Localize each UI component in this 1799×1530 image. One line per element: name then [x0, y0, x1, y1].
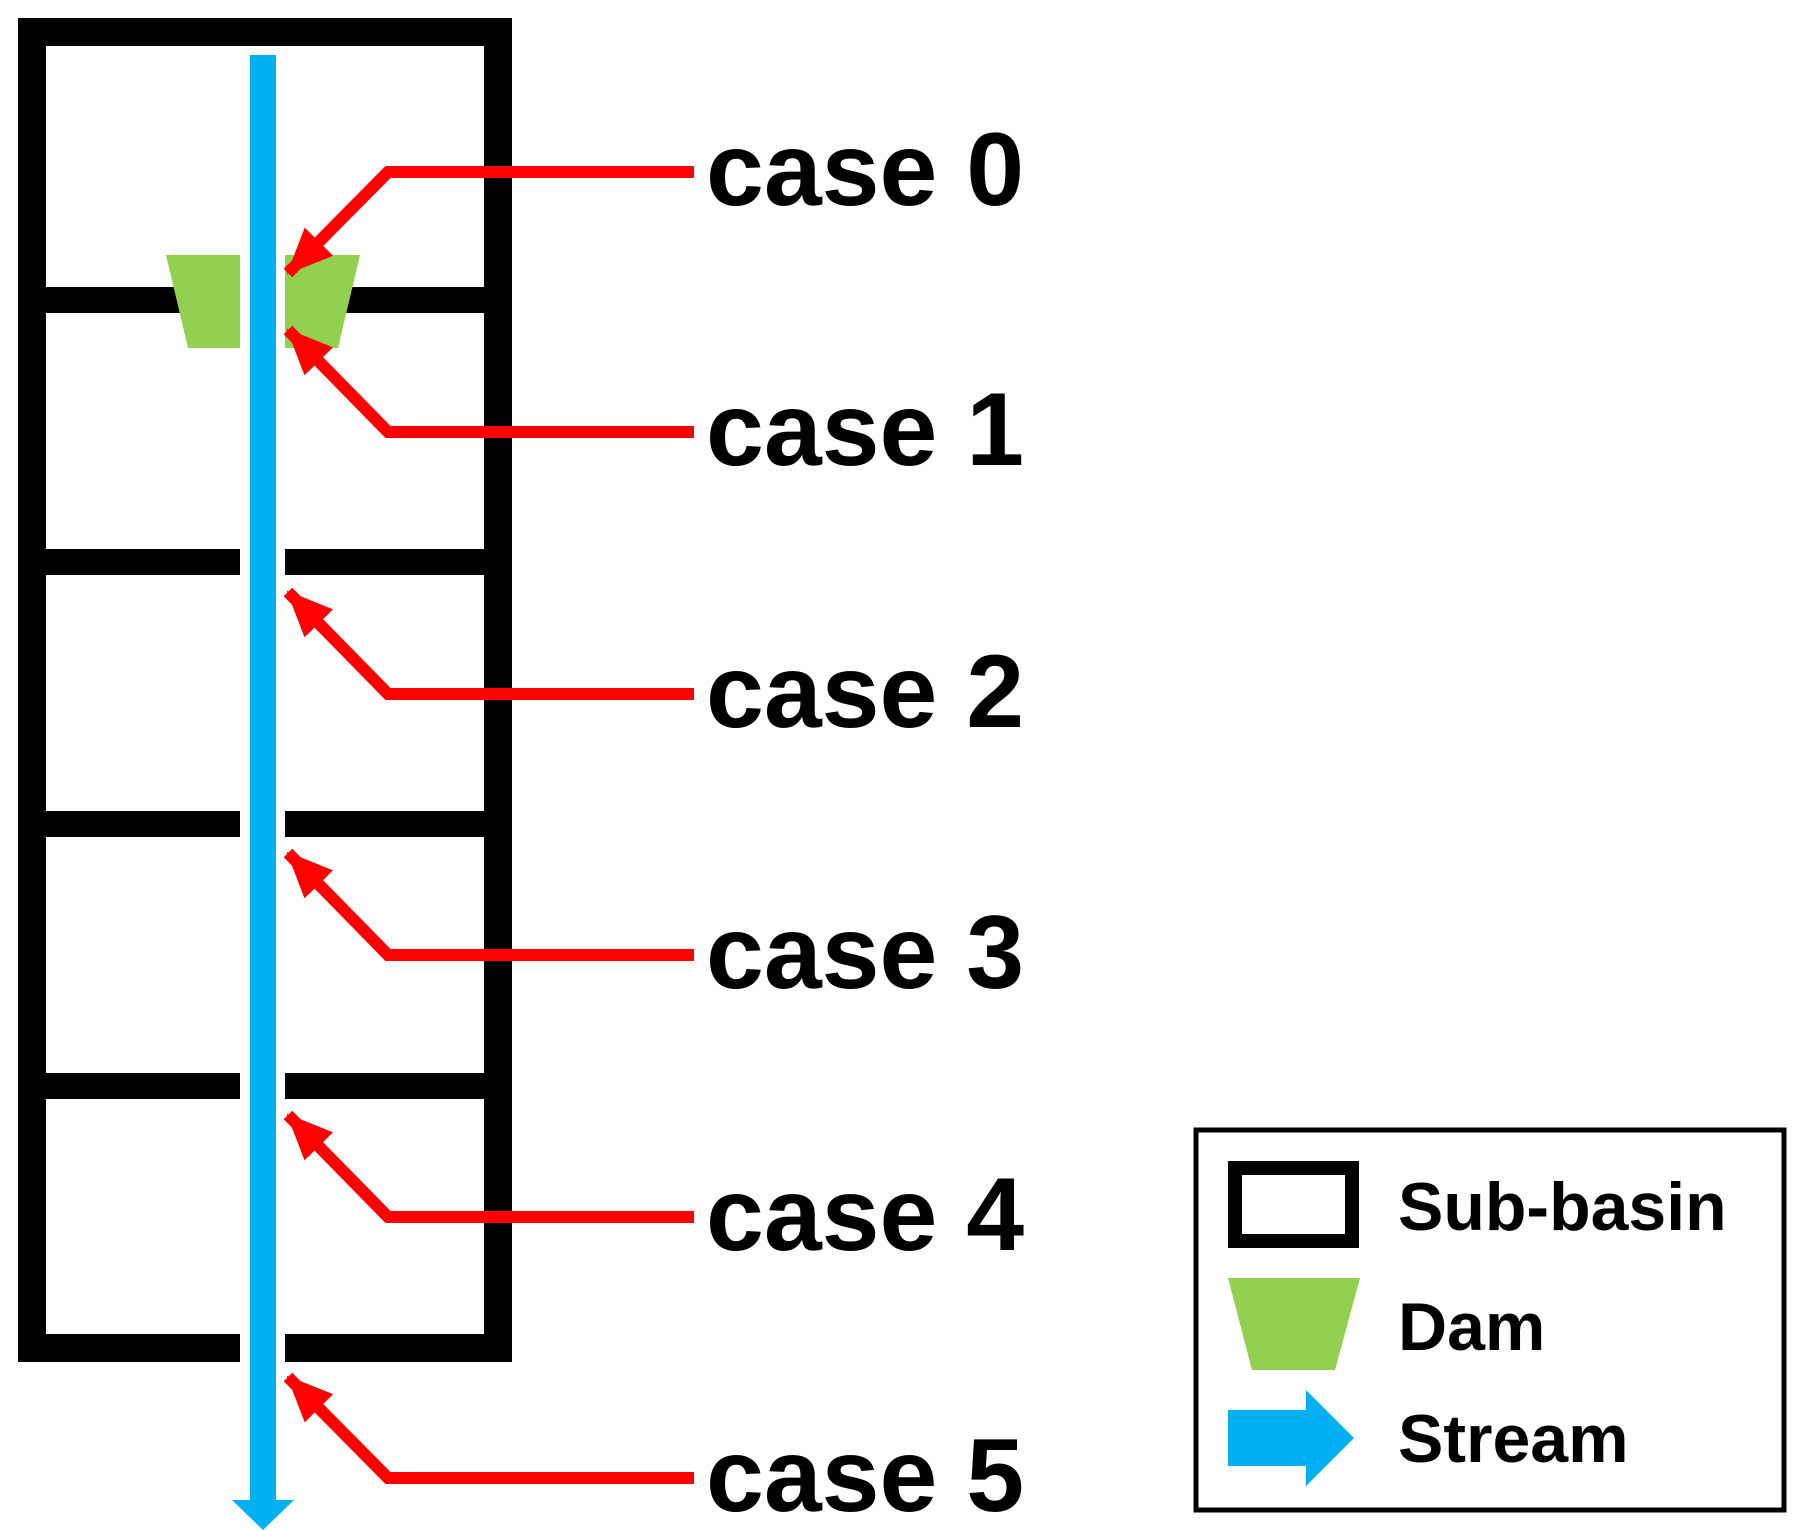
- case-2-label: case 2: [706, 634, 1024, 750]
- stream: [232, 55, 294, 1530]
- case-5-label: case 5: [706, 1418, 1024, 1530]
- case-0-arrow: [283, 166, 694, 278]
- sub-basin-swatch-icon: [1228, 1161, 1359, 1248]
- stream-swatch-icon: [1228, 1390, 1354, 1486]
- case-3-label: case 3: [706, 895, 1024, 1011]
- dam-right-half: [285, 255, 360, 348]
- case-0-label: case 0: [706, 112, 1024, 228]
- dam-left-half: [166, 255, 240, 348]
- case-4-arrow: [283, 1110, 694, 1223]
- dam: [166, 255, 360, 348]
- legend: Sub-basin Dam Stream: [1193, 1127, 1787, 1513]
- case-1-arrow: [283, 325, 694, 438]
- case-1-label: case 1: [706, 372, 1024, 488]
- legend-sub-basin-label: Sub-basin: [1398, 1169, 1727, 1245]
- dam-swatch-icon: [1228, 1278, 1360, 1370]
- legend-stream-label: Stream: [1398, 1401, 1629, 1477]
- stream-arrowhead: [232, 1500, 294, 1530]
- case-labels: case 0 case 1 case 2 case 3 case 4 case …: [706, 112, 1024, 1530]
- case-5-arrow: [283, 1372, 694, 1484]
- legend-dam-label: Dam: [1398, 1289, 1545, 1365]
- case-arrows: [283, 166, 694, 1484]
- case-2-arrow: [283, 587, 694, 700]
- case-4-label: case 4: [706, 1157, 1024, 1273]
- case-3-arrow: [283, 848, 694, 961]
